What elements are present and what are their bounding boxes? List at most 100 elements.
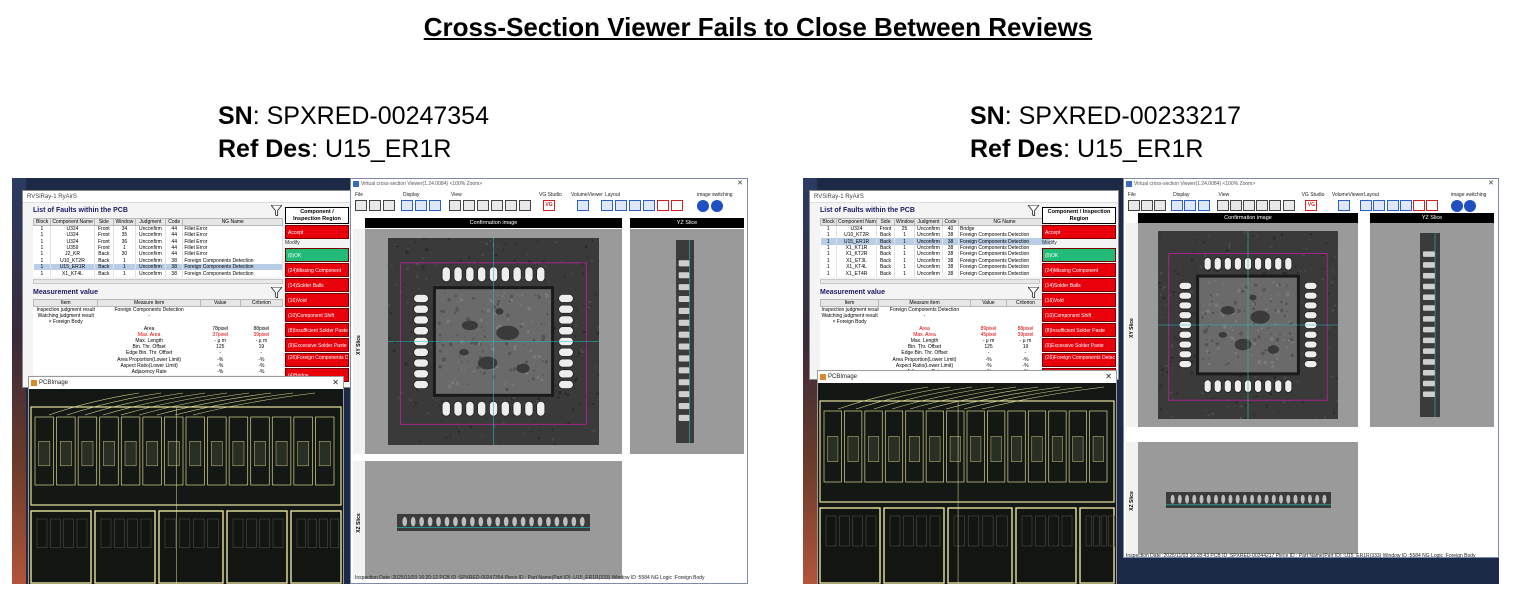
close-icon[interactable]: ✕ — [737, 180, 743, 187]
fault-list-scrollbar[interactable] — [33, 279, 283, 285]
toolbar-button[interactable] — [629, 200, 641, 211]
ng-category-button[interactable]: (24)Missing Component — [285, 263, 349, 277]
yz-slice-panel[interactable] — [630, 229, 744, 454]
fault-col-header[interactable]: Component Name — [836, 218, 877, 226]
fault-col-header[interactable]: Judgment — [134, 218, 167, 226]
fault-col-header[interactable]: Side — [93, 218, 115, 226]
toolbar-button[interactable] — [1171, 200, 1184, 211]
ok-button[interactable]: (0)OK — [1042, 248, 1116, 262]
component-region-button[interactable]: Component / Inspection Region — [285, 207, 349, 224]
ng-category-button[interactable]: (9)Excessive Solder Paste — [285, 338, 349, 352]
close-icon[interactable]: ✕ — [1488, 180, 1494, 187]
toolbar-button[interactable] — [463, 200, 475, 211]
viewer-titlebar[interactable]: Virtual cross-section Viewer(1.24.0084) … — [351, 179, 747, 189]
ng-category-button[interactable]: (14)Solder Balls — [1042, 278, 1116, 292]
toolbar-button[interactable] — [401, 200, 413, 211]
toolbar-button[interactable] — [1256, 200, 1269, 211]
ng-category-button[interactable]: (26)Foreign Components Detection — [285, 353, 349, 367]
toolbar-button[interactable]: VG — [1305, 200, 1318, 211]
ng-category-button[interactable]: (16)Void — [1042, 293, 1116, 307]
toolbar-button[interactable] — [1426, 200, 1439, 211]
toolbar-button[interactable] — [477, 200, 489, 211]
image-switch-arrow-icon[interactable] — [1464, 200, 1477, 212]
toolbar-button[interactable] — [355, 200, 367, 211]
fault-col-header[interactable]: Judgment — [914, 218, 943, 226]
toolbar-button[interactable] — [657, 200, 669, 211]
toolbar-button[interactable] — [429, 200, 441, 211]
xy-slice-panel[interactable] — [365, 229, 622, 454]
toolbar-button[interactable] — [1154, 200, 1167, 211]
filter-funnel-icon[interactable] — [1028, 287, 1039, 299]
fault-col-header[interactable]: Code — [942, 218, 959, 226]
ng-category-button[interactable]: (14)Solder Balls — [285, 278, 349, 292]
toolbar-button[interactable] — [1216, 200, 1229, 211]
toolbar-button[interactable] — [1337, 200, 1350, 211]
fault-col-header[interactable]: NG Name — [958, 218, 1051, 226]
toolbar-button[interactable] — [1269, 200, 1282, 211]
toolbar-button[interactable] — [1399, 200, 1412, 211]
component-region-button[interactable]: Component / Inspection Region — [1042, 207, 1116, 224]
toolbar-button[interactable] — [601, 200, 613, 211]
pcb-board-image[interactable] — [29, 389, 343, 584]
pcb-board-image[interactable] — [818, 383, 1116, 584]
ng-category-button[interactable]: (10)Component Shift — [1042, 308, 1116, 322]
toolbar-button[interactable] — [1360, 200, 1373, 211]
toolbar-button[interactable] — [671, 200, 683, 211]
ng-category-button[interactable]: (16)Void — [285, 293, 349, 307]
close-icon[interactable]: ✕ — [332, 378, 339, 387]
image-switch-arrow-icon[interactable] — [711, 200, 723, 212]
pcb-window-titlebar[interactable]: PCBImage ✕ — [29, 377, 343, 389]
pcb-window-titlebar[interactable]: PCBImage ✕ — [818, 371, 1116, 383]
xz-slice-panel[interactable] — [365, 461, 622, 579]
accept-button[interactable]: Accept — [1042, 225, 1116, 239]
ng-category-button[interactable]: (8)Insufficient Solder Paste — [285, 323, 349, 337]
ng-category-button[interactable]: (9)Excessive Solder Paste — [1042, 338, 1116, 352]
toolbar-button[interactable] — [505, 200, 517, 211]
filter-funnel-icon[interactable] — [271, 205, 282, 216]
viewer-titlebar[interactable]: Virtual cross-section Viewer(1.24.0084) … — [1124, 179, 1498, 189]
toolbar-button[interactable] — [369, 200, 381, 211]
toolbar-button[interactable] — [415, 200, 427, 211]
ng-category-button[interactable]: (24)Missing Component — [1042, 263, 1116, 277]
toolbar-button[interactable] — [643, 200, 655, 211]
toolbar-button[interactable] — [615, 200, 627, 211]
toolbar-button[interactable] — [491, 200, 503, 211]
fault-col-header[interactable]: NG Name — [182, 218, 283, 226]
toolbar-button[interactable] — [1413, 200, 1426, 211]
fault-col-header[interactable]: Component Name — [50, 218, 95, 226]
toolbar-button[interactable] — [383, 200, 395, 211]
filter-funnel-icon[interactable] — [1028, 205, 1039, 216]
ng-category-button[interactable]: (26)Foreign Components Detection — [1042, 353, 1116, 367]
accept-button[interactable]: Accept — [285, 225, 349, 239]
toolbar-button[interactable] — [1386, 200, 1399, 211]
toolbar-button[interactable] — [1243, 200, 1256, 211]
fault-col-header[interactable]: Window — [894, 218, 915, 226]
toolbar-button[interactable] — [449, 200, 461, 211]
fault-col-header[interactable]: Window — [113, 218, 136, 226]
xz-slice-panel[interactable] — [1138, 442, 1358, 554]
yz-slice-panel[interactable] — [1370, 223, 1494, 427]
image-switch-arrow-icon[interactable] — [1450, 200, 1463, 212]
fault-col-header[interactable]: Side — [876, 218, 895, 226]
filter-funnel-icon[interactable] — [271, 287, 282, 299]
toolbar-button[interactable] — [1373, 200, 1386, 211]
ok-button[interactable]: (0)OK — [285, 248, 349, 262]
image-switch-arrow-icon[interactable] — [697, 200, 709, 212]
toolbar-button[interactable]: VG — [543, 200, 555, 211]
toolbar-button[interactable] — [577, 200, 589, 211]
fault-list-scrollbar[interactable] — [820, 279, 1040, 285]
toolbar-button[interactable] — [1127, 200, 1140, 211]
ng-category-button[interactable]: (10)Component Shift — [285, 308, 349, 322]
